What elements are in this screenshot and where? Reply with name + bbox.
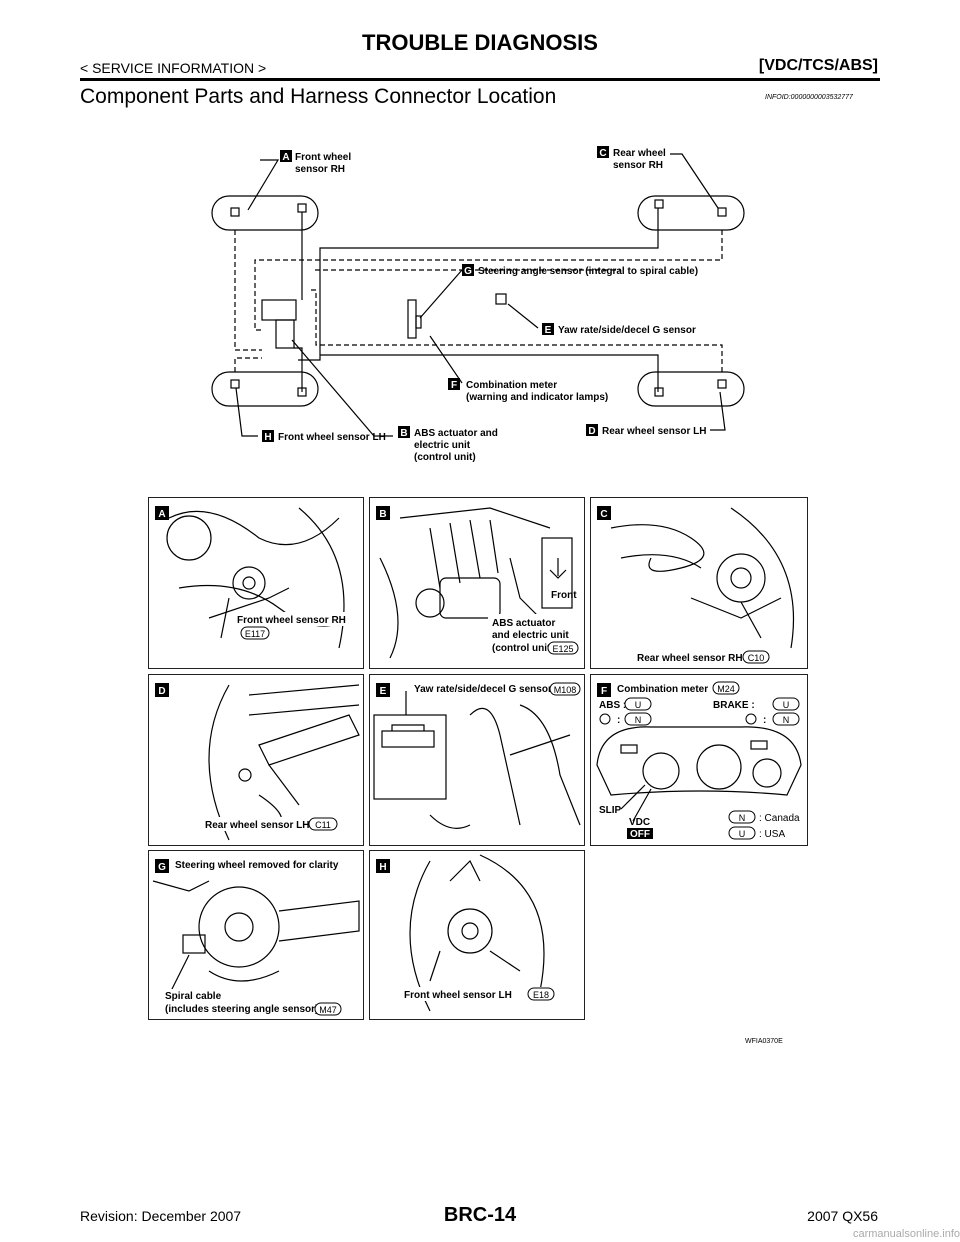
panel-h: H Front wheel sensor LH E18 (369, 850, 585, 1020)
label-rear-wheel-rh-2: sensor RH (613, 160, 663, 171)
panel-g-l1: Spiral cable (165, 991, 222, 1002)
panel-b-tag: B (379, 509, 386, 520)
panel-g-label: Steering wheel removed for clarity (175, 860, 339, 871)
label-abs-2: electric unit (414, 440, 471, 451)
panel-b-l3: (control unit) (492, 643, 554, 654)
panel-f-tag: F (601, 686, 607, 697)
header-system-tag: [VDC/TCS/ABS] (758, 57, 878, 74)
panel-a-label: Front wheel sensor RH (237, 615, 346, 626)
panel-a-connector: E117 (245, 629, 265, 639)
label-steering-angle: Steering angle sensor (integral to spira… (478, 266, 698, 277)
figure-code: WFIA0370E (745, 1038, 783, 1045)
panel-d-tag: D (158, 686, 165, 697)
panel-f: F Combination meter M24 ABS : U : N BRAK… (590, 674, 808, 846)
panel-d: D Rear wheel sensor LH C11 (148, 674, 364, 846)
panel-h-label: Front wheel sensor LH (404, 990, 512, 1001)
panel-f-key-n: N (739, 813, 746, 823)
wheel-rear-rh (637, 195, 745, 231)
panel-d-connector: C11 (315, 820, 331, 830)
section-title: Component Parts and Harness Connector Lo… (80, 85, 557, 108)
label-front-wheel-rh-2: sensor RH (295, 164, 345, 175)
panel-f-key-u: U (739, 829, 746, 839)
panel-e-connector: M108 (554, 685, 577, 695)
panel-f-usa: : USA (759, 829, 785, 840)
tag-d: D (588, 426, 595, 437)
panel-e: E Yaw rate/side/decel G sensor M108 (369, 674, 585, 846)
footer-model: 2007 QX56 (807, 1208, 878, 1224)
tag-b: B (400, 428, 407, 439)
panel-f-abs-n: N (635, 715, 642, 725)
wheel-rear-lh (637, 371, 745, 407)
header-breadcrumb: < SERVICE INFORMATION > (80, 60, 267, 76)
panel-f-brake: BRAKE : (713, 700, 755, 711)
panel-g-l2: (includes steering angle sensor) (165, 1004, 318, 1015)
panel-c-label: Rear wheel sensor RH (637, 653, 743, 664)
panel-g-connector: M47 (319, 1005, 337, 1015)
panel-f-abs: ABS : (599, 700, 626, 711)
panel-b-l1: ABS actuator (492, 618, 555, 629)
tag-g: G (464, 266, 472, 277)
header-rule (80, 78, 880, 81)
panel-f-vdc: VDC (629, 817, 650, 828)
panel-e-label: Yaw rate/side/decel G sensor (414, 684, 552, 695)
panel-c-tag: C (600, 509, 607, 520)
footer-page-number: BRC-14 (443, 1204, 517, 1226)
yaw-rate-sensor (495, 293, 507, 305)
label-rear-wheel-lh: Rear wheel sensor LH (602, 426, 706, 437)
label-comb-meter-1: Combination meter (466, 380, 557, 391)
footer-watermark: carmanualsonline.info (852, 1228, 960, 1240)
panel-a: A Front wheel sensor RH E117 (148, 497, 364, 669)
combination-meter (407, 299, 417, 339)
panel-f-canada: : Canada (759, 813, 800, 824)
page-header-title: TROUBLE DIAGNOSIS (362, 30, 598, 55)
tag-c: C (599, 148, 606, 159)
label-front-wheel-rh-1: Front wheel (295, 152, 351, 163)
label-yaw-rate: Yaw rate/side/decel G sensor (558, 325, 696, 336)
panel-g: G Steering wheel removed for clarity Spi… (148, 850, 364, 1020)
panel-c-connector: C10 (748, 653, 765, 663)
tag-e: E (545, 325, 552, 336)
panel-f-brake-n: N (783, 715, 790, 725)
wheel-front-rh (211, 195, 319, 231)
panel-h-connector: E18 (533, 990, 549, 1000)
panel-f-label: Combination meter (617, 684, 708, 695)
panel-f-connector: M24 (717, 684, 735, 694)
label-front-wheel-lh: Front wheel sensor LH (278, 432, 386, 443)
label-abs-1: ABS actuator and (414, 428, 498, 439)
overview-diagram: A Front wheel sensor RH C Rear wheel sen… (211, 146, 745, 463)
panel-h-tag: H (379, 862, 386, 873)
panel-a-tag: A (158, 509, 165, 520)
tag-f: F (451, 380, 457, 391)
panel-f-off: OFF (630, 829, 650, 840)
abs-actuator-unit (261, 299, 297, 321)
wheel-front-lh (211, 371, 319, 407)
tag-a: A (282, 152, 289, 163)
panel-b-connector: E125 (552, 644, 573, 654)
panel-f-brake-colon: : (763, 715, 766, 726)
panel-d-label: Rear wheel sensor LH (205, 820, 309, 831)
panel-b-front-label: Front (551, 590, 577, 601)
tag-h: H (264, 432, 271, 443)
info-id: INFOID:0000000003532777 (765, 94, 853, 101)
label-rear-wheel-rh-1: Rear wheel (613, 148, 666, 159)
panel-b-l2: and electric unit (492, 630, 569, 641)
panel-f-brake-u: U (783, 700, 790, 710)
label-comb-meter-2: (warning and indicator lamps) (466, 392, 608, 403)
panel-f-slip: SLIP (599, 805, 622, 816)
footer-revision: Revision: December 2007 (80, 1208, 242, 1224)
panel-c: C Rear wheel sensor RH C10 (590, 497, 808, 669)
panel-e-tag: E (380, 686, 387, 697)
label-abs-3: (control unit) (414, 452, 476, 463)
panel-f-abs-colon: : (617, 715, 620, 726)
panel-b: B Front ABS actuator and electric unit (… (369, 497, 585, 669)
panel-f-abs-u: U (635, 700, 642, 710)
panel-g-tag: G (158, 862, 166, 873)
